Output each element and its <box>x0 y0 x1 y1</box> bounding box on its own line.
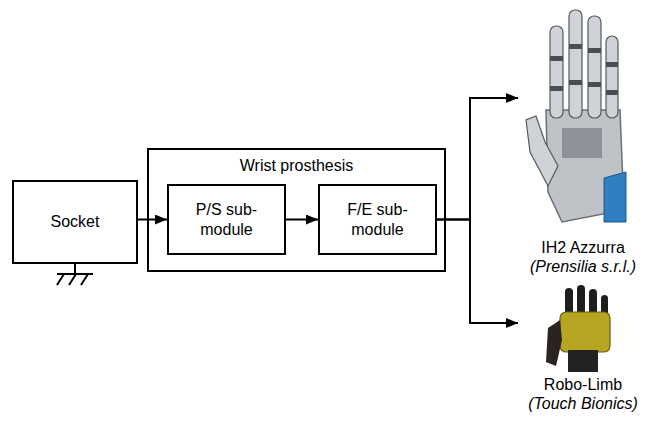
submodule-box: P/S sub-module <box>167 184 286 255</box>
node-label: F/E sub-module <box>330 200 425 238</box>
hand-node: IH2 Azzurra(Prensilia s.r.l.) <box>518 8 648 278</box>
module-box: Wrist prosthesisP/S sub-module F/E sub-mo… <box>147 148 446 272</box>
socket-box: Socket <box>12 180 138 264</box>
connector-arrow <box>286 219 318 221</box>
finger-joint <box>550 56 563 61</box>
hand-thumb <box>546 320 562 366</box>
finger-joints <box>550 44 618 95</box>
hand-mechanism <box>562 128 602 158</box>
ground-stem <box>74 264 76 274</box>
finger-joint <box>588 48 601 53</box>
node-label: Robo-Limb <box>544 375 622 394</box>
node-label: P/S sub-module <box>179 200 274 238</box>
hand-finger <box>550 26 563 118</box>
hand-node: Robo-Limb(Touch Bionics) <box>518 282 648 415</box>
node-label: Socket <box>51 212 100 231</box>
finger-joint <box>569 80 582 85</box>
hand-cover <box>604 172 626 222</box>
finger-joint <box>569 44 582 49</box>
finger-joint <box>606 90 618 95</box>
hand-finger <box>588 16 601 118</box>
hand-palm <box>560 312 610 352</box>
connector-arrow <box>437 98 518 220</box>
hand-illustration <box>546 285 610 372</box>
hand-finger <box>606 36 618 118</box>
node-sublabel: (Touch Bionics) <box>528 394 638 413</box>
hand-illustration <box>526 10 626 222</box>
connector-arrow <box>138 219 167 221</box>
ground-hatch <box>57 274 64 285</box>
node-sublabel: (Prensilia s.r.l.) <box>530 257 636 276</box>
ground-symbol <box>57 264 93 285</box>
hand-thumb <box>526 116 558 186</box>
ground-hatch <box>81 274 88 285</box>
connector-arrow <box>437 220 518 324</box>
finger-joint <box>606 62 618 67</box>
ground-hatch <box>69 274 76 285</box>
finger-joint <box>588 82 601 87</box>
hand-wrist <box>568 350 598 372</box>
submodule-box: F/E sub-module <box>318 184 437 255</box>
node-label: IH2 Azzurra <box>541 238 625 257</box>
node-label: Wrist prosthesis <box>240 156 354 175</box>
finger-joint <box>550 86 563 91</box>
hand-finger <box>569 10 582 118</box>
